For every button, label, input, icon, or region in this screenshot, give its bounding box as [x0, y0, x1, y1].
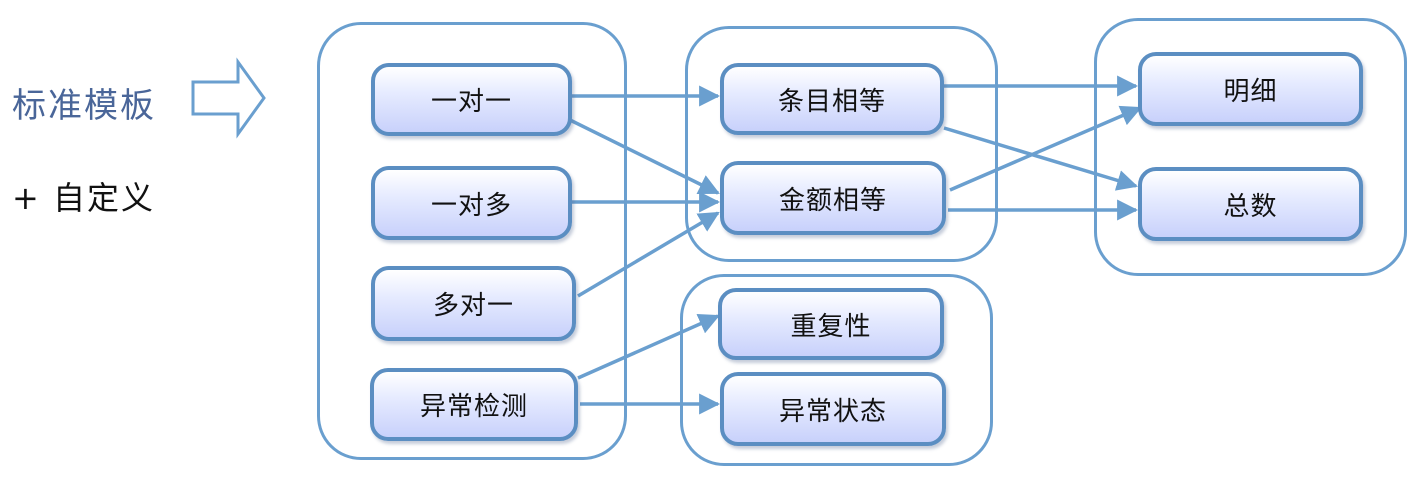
custom-option[interactable]: + 自定义 — [12, 179, 155, 217]
output-group — [1094, 18, 1407, 276]
edge-amount-equal-detail — [949, 105, 1142, 192]
anomaly-group — [680, 274, 993, 466]
node-duplicate[interactable]: 重复性 — [718, 288, 944, 360]
template-heading: 标准模板 — [12, 86, 156, 126]
node-anomaly-detection[interactable]: 异常检测 — [370, 368, 578, 441]
node-item-equal[interactable]: 条目相等 — [720, 63, 944, 135]
node-amount-equal[interactable]: 金额相等 — [720, 161, 946, 235]
source-group — [317, 22, 627, 460]
node-many-to-one[interactable]: 多对一 — [371, 266, 576, 341]
edge-anomaly-duplicate — [577, 314, 720, 380]
node-one-to-many[interactable]: 一对多 — [371, 166, 572, 240]
node-total[interactable]: 总数 — [1138, 167, 1363, 241]
node-abnormal-status[interactable]: 异常状态 — [720, 372, 946, 446]
right-arrow-icon — [191, 57, 266, 139]
node-one-to-one[interactable]: 一对一 — [371, 63, 572, 136]
edge-one-to-one-amount-equal — [569, 118, 720, 195]
edge-many-to-one-amount-equal — [577, 211, 720, 298]
edge-item-equal-total — [943, 126, 1139, 191]
node-detail[interactable]: 明细 — [1138, 52, 1363, 126]
